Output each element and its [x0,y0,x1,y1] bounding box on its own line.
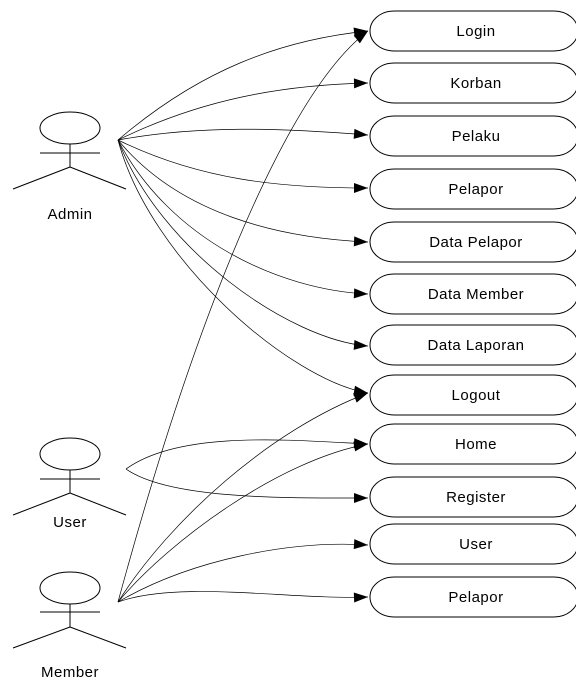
arrowhead-icon [353,592,368,603]
arrowhead-icon [353,393,368,403]
actor-label: User [53,514,87,531]
association-member-pelapor_2 [117,591,369,603]
association-admin-login [117,30,369,141]
use-case-label: User [459,536,493,553]
use-case-data-laporan: Data Laporan [369,324,576,366]
actor-head [39,571,101,605]
use-case-home: Home [369,423,576,465]
association-member-user_uc [117,543,369,603]
association-admin-data_pelapor [117,139,369,243]
actor-user: User [12,437,127,531]
actor-member: Member [12,571,127,678]
use-case-login: Login [369,10,576,52]
association-admin-data_member [117,139,369,295]
use-case-label: Data Member [428,286,524,303]
association-admin-data_laporan [117,139,369,347]
actor-head [39,111,101,145]
association-member-home [117,443,369,603]
use-case-label: Korban [450,75,501,92]
use-case-user: User [369,523,576,565]
arrowhead-icon [353,539,368,550]
association-member-login [117,30,369,603]
actor-label: Member [41,664,99,678]
actor-leg [69,626,127,649]
arrowhead-icon [353,339,368,350]
arrowhead-icon [353,78,368,89]
arrowhead-icon [353,288,368,299]
use-case-label: Data Laporan [428,337,525,354]
use-case-pelaku: Pelaku [369,115,576,157]
association-admin-pelaku [117,128,369,141]
arrowhead-icon [353,236,368,247]
actor-admin: Admin [12,111,127,223]
arrowhead-icon [353,128,368,139]
use-case-register: Register [369,476,576,518]
use-case-label: Login [456,23,495,40]
use-case-data-member: Data Member [369,273,576,315]
use-case-logout: Logout [369,374,576,416]
association-user-home [125,439,369,470]
association-admin-korban [117,82,369,141]
actor-leg [12,626,71,649]
association-lines [117,27,369,603]
actor-leg [69,166,127,190]
arrowhead-icon [354,493,368,503]
arrowhead-icon [354,183,368,193]
actor-leg [12,166,71,190]
use-case-label: Register [446,489,506,506]
use-case-pelapor: Pelapor [369,168,576,210]
use-case-pelapor-member: Pelapor [369,576,576,618]
use-case-label: Home [455,436,497,453]
use-case-korban: Korban [369,62,576,104]
actor-leg [12,492,71,516]
actor-label: Admin [47,206,92,223]
use-case-label: Logout [452,387,501,404]
arrowhead-icon [353,31,368,44]
arrowhead-icon [353,441,368,452]
use-case-label: Pelapor [448,181,503,198]
association-admin-logout [117,139,369,394]
use-case-label: Data Pelapor [429,234,523,251]
actor-head [39,437,101,471]
use-case-label: Pelapor [448,589,503,606]
association-user-register [125,468,369,499]
association-admin-pelapor [117,139,369,189]
association-member-logout [117,392,369,603]
use-case-data-pelapor: Data Pelapor [369,221,576,263]
use-case-label: Pelaku [452,128,501,145]
actor-leg [69,492,127,516]
